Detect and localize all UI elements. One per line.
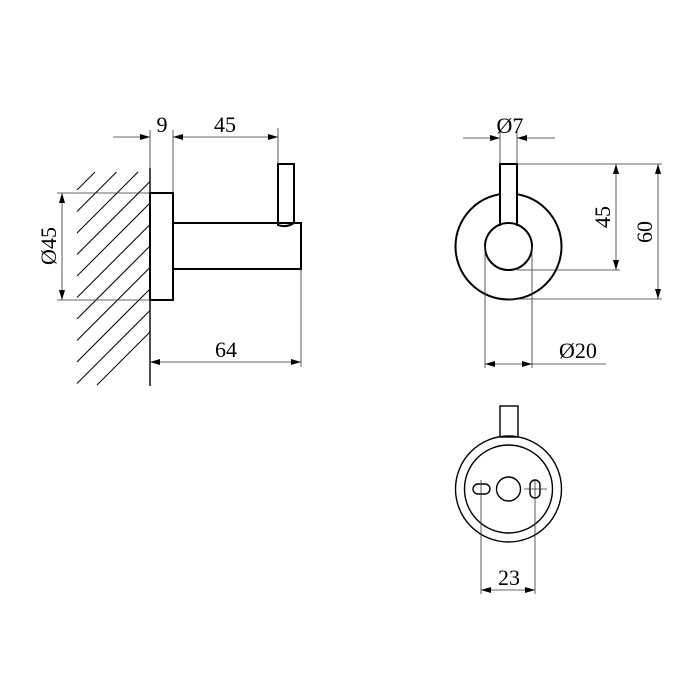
side-view: 9 45 Ø45 64	[36, 112, 302, 386]
dim-label-plate-thickness: 9	[157, 112, 168, 137]
hatch-line	[76, 171, 117, 212]
hatch-line	[76, 171, 139, 234]
hatch-line	[96, 331, 151, 386]
hatch-line	[76, 171, 96, 191]
rear-view: 23	[454, 405, 563, 594]
hatch-line	[76, 181, 151, 255]
dim-label-total-depth: 64	[215, 337, 237, 362]
hook-pin	[499, 405, 519, 438]
hatch-line	[76, 288, 151, 363]
hatch-line	[76, 310, 151, 384]
wall-hatching	[76, 171, 151, 386]
inner-circle	[463, 444, 554, 534]
hook-pin	[499, 163, 518, 226]
dim-label-hole-spacing: 23	[498, 565, 520, 590]
mounting-slot-left	[472, 483, 491, 495]
hatch-line	[76, 202, 151, 277]
hatch-line	[76, 224, 151, 298]
dim-label-pin-diameter: Ø7	[497, 113, 524, 138]
dim-label-rod-diameter: Ø20	[559, 338, 597, 363]
rod	[172, 222, 302, 270]
front-view: Ø7 45 60 Ø20	[454, 113, 662, 368]
dim-label-pin-offset: 45	[214, 112, 236, 137]
hook-pin	[277, 163, 295, 228]
dim-label-total-height: 60	[632, 221, 657, 243]
center-hole	[495, 476, 522, 502]
dim-label-plate-diameter: Ø45	[36, 227, 61, 265]
outer-circle	[454, 435, 563, 543]
rod-end-circle	[484, 222, 533, 271]
hatch-line	[76, 267, 151, 341]
base-plate	[149, 192, 174, 301]
dim-label-pin-height: 45	[590, 206, 615, 228]
hatch-line	[76, 245, 151, 320]
